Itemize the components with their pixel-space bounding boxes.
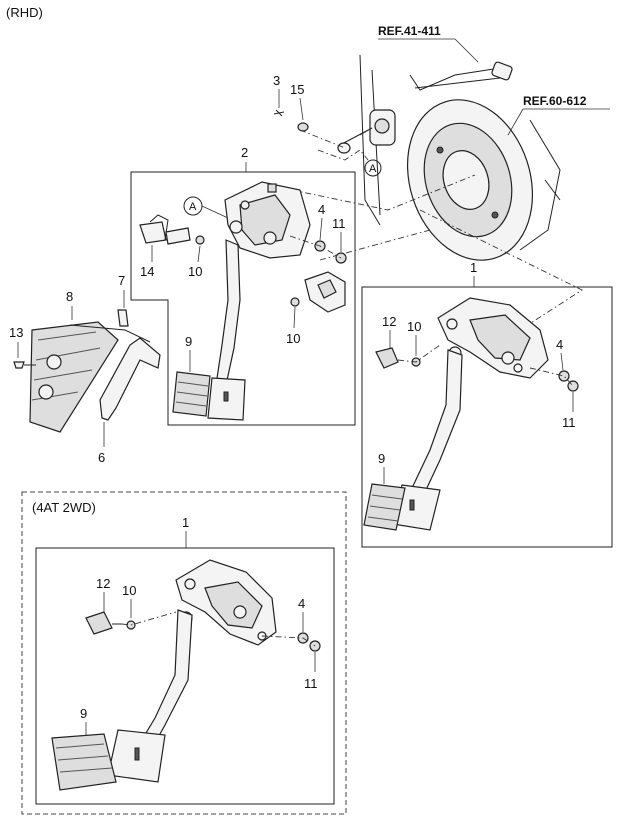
svg-text:12: 12	[382, 314, 396, 329]
brake-booster-area	[337, 54, 561, 261]
svg-text:1: 1	[470, 260, 477, 275]
reference-callouts: REF.41-411 REF.60-612	[378, 24, 610, 136]
part-2-label: 2	[241, 145, 248, 160]
clutch-pedal-group: 2 A 14 10 4 11	[130, 145, 356, 426]
svg-text:8: 8	[66, 289, 73, 304]
svg-text:10: 10	[188, 264, 202, 279]
svg-text:4: 4	[318, 202, 325, 217]
svg-text:9: 9	[378, 451, 385, 466]
svg-text:10: 10	[122, 583, 136, 598]
svg-text:11: 11	[332, 216, 346, 231]
accelerator-pedal-group: 7 8 13 6	[9, 273, 161, 465]
svg-text:9: 9	[80, 706, 87, 721]
ref-41-411-label: REF.41-411	[378, 24, 441, 38]
svg-text:4: 4	[298, 596, 305, 611]
rhd-label: (RHD)	[6, 5, 43, 20]
svg-text:11: 11	[304, 676, 318, 691]
brake-pedal-group: 1 12 10 4 11 9	[361, 260, 613, 548]
svg-text:10: 10	[407, 319, 421, 334]
svg-text:14: 14	[140, 264, 154, 279]
svg-text:A: A	[189, 201, 197, 213]
svg-text:11: 11	[562, 415, 576, 430]
svg-text:10: 10	[286, 331, 300, 346]
variant-title: (4AT 2WD)	[32, 500, 96, 515]
variant-4at-2wd-group: (4AT 2WD) 1 12 10 4 11 9	[21, 491, 347, 815]
pin-and-clip: 3 15	[273, 73, 309, 132]
svg-text:15: 15	[290, 82, 304, 97]
ref-60-612-label: REF.60-612	[523, 94, 587, 108]
callout-a-booster: A	[364, 159, 382, 177]
svg-text:12: 12	[96, 576, 110, 591]
svg-text:6: 6	[98, 450, 105, 465]
svg-text:1: 1	[182, 515, 189, 530]
svg-text:13: 13	[9, 325, 23, 340]
svg-text:A: A	[369, 163, 377, 175]
svg-text:4: 4	[556, 337, 563, 352]
svg-text:3: 3	[273, 73, 280, 88]
svg-text:9: 9	[185, 334, 192, 349]
svg-text:7: 7	[118, 273, 125, 288]
